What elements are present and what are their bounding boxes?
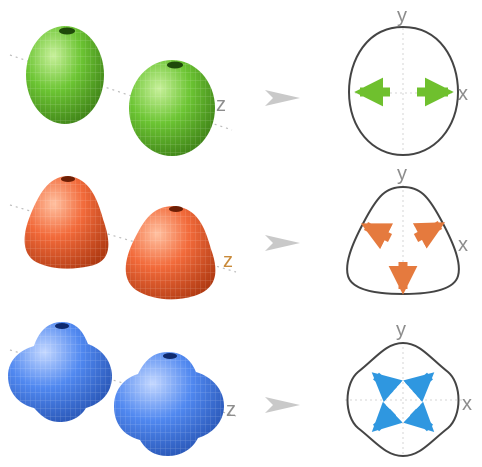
cross-section-square bbox=[345, 341, 462, 458]
arrow-lower-right bbox=[403, 401, 435, 432]
cross-section-triangle bbox=[346, 185, 460, 296]
row-triangular: z y x bbox=[9, 163, 468, 300]
green-ellipsoid-body-back bbox=[26, 26, 104, 124]
transition-arrow bbox=[265, 397, 300, 413]
transition-arrow bbox=[265, 90, 300, 106]
z-axis-label: z bbox=[226, 399, 236, 421]
z-axis-label: z bbox=[223, 250, 233, 272]
x-axis-label: x bbox=[462, 393, 472, 415]
y-axis-label: y bbox=[397, 163, 407, 185]
arrow-lower-left bbox=[371, 401, 403, 432]
orange-triangular-body-back bbox=[24, 176, 109, 269]
arrow-upper-right bbox=[412, 221, 446, 249]
x-axis-label: x bbox=[458, 234, 468, 256]
x-axis-label: x bbox=[458, 83, 468, 105]
row-ellipsoid: z y x bbox=[9, 5, 468, 157]
y-axis-label: y bbox=[396, 319, 406, 341]
arrow-upper-left bbox=[360, 221, 394, 250]
y-axis-label: y bbox=[397, 5, 407, 27]
transition-arrow bbox=[265, 235, 300, 251]
row-square: z y x bbox=[8, 319, 472, 458]
blue-square-body-front bbox=[114, 352, 224, 456]
green-ellipsoid-body-front bbox=[129, 60, 215, 156]
z-axis-label: z bbox=[216, 94, 226, 116]
orange-triangular-body-front bbox=[125, 206, 216, 300]
arrow-upper-left bbox=[371, 372, 403, 403]
cross-section-ellipse bbox=[347, 25, 460, 157]
arrow-upper-right bbox=[403, 372, 435, 403]
blue-square-body-back bbox=[8, 322, 112, 422]
